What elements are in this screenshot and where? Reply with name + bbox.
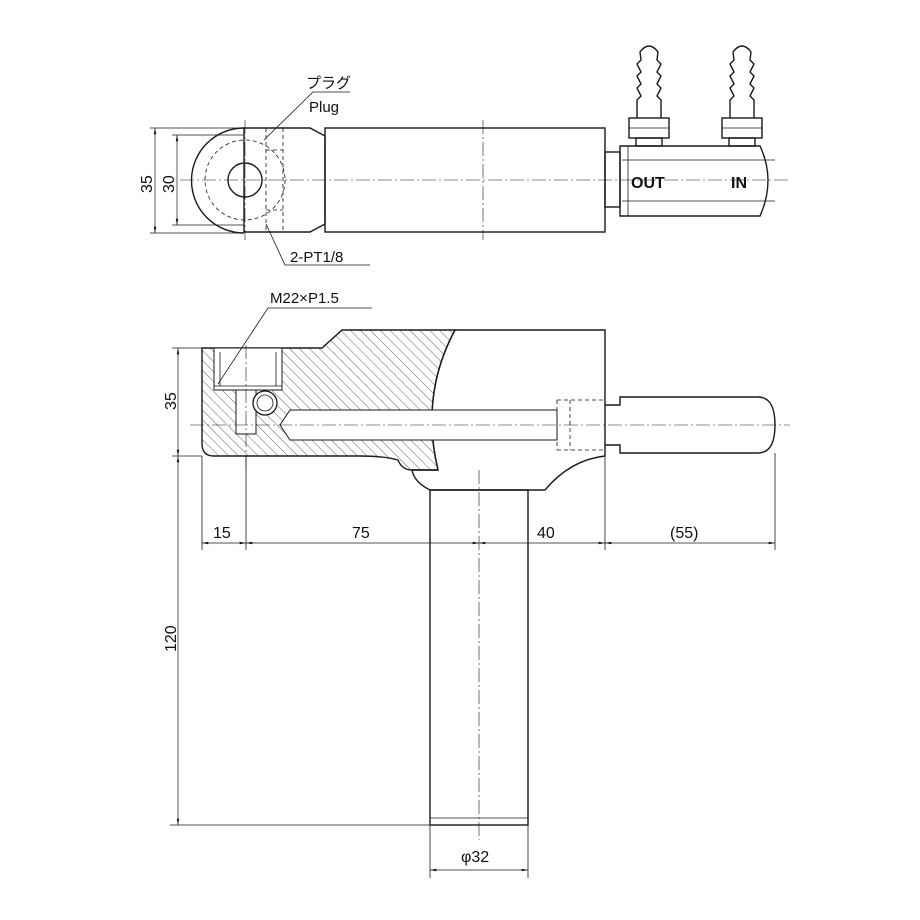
main-thread-label: M22×P1.5 [270,290,339,307]
in-label: IN [731,175,747,192]
side-body-outline [411,329,606,491]
out-hose-fitting [628,45,670,147]
top-body-left-end [190,127,245,234]
dim-40: 40 [537,525,555,542]
dim-top-35: 35 [139,175,156,193]
dim-55: (55) [670,525,698,542]
dim-75: 75 [352,525,370,542]
dim-phi32: φ32 [461,849,489,866]
top-view: OUT IN プラグ Plug 2-PT1/8 35 30 [139,45,790,266]
plug-label-jp: プラグ [306,75,351,92]
port-thread-label: 2-PT1/8 [290,249,343,266]
manifold-block [619,145,769,217]
in-hose-fitting [721,45,763,147]
out-label: OUT [631,175,665,192]
dim-side-35: 35 [163,392,180,410]
dim-top-30: 30 [161,175,178,193]
plug-label-en: Plug [309,99,339,116]
side-view: M22×P1.5 35 15 75 40 (55) 120 φ32 [163,290,790,878]
dim-120: 120 [163,625,180,652]
dim-15: 15 [213,525,231,542]
